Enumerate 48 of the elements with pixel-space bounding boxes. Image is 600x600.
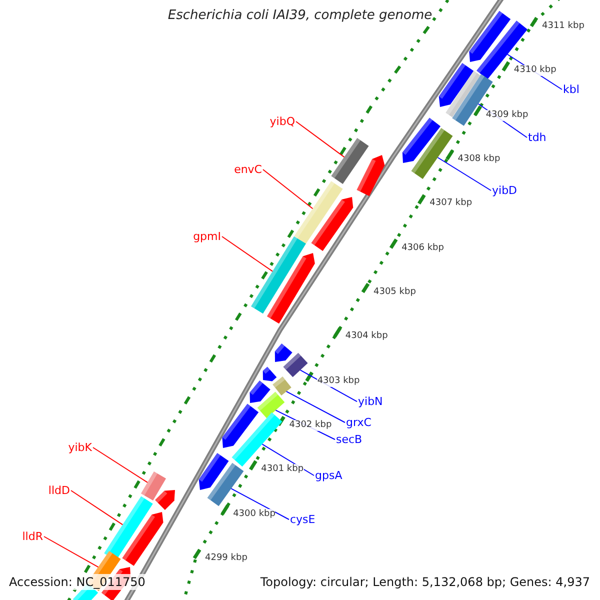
- tick-label: 4306 kbp: [402, 242, 444, 254]
- gene-label: envC: [234, 163, 262, 176]
- gene-block: [283, 352, 308, 378]
- tick-label: 4311 kbp: [542, 21, 584, 32]
- tick-label: 4310 kbp: [514, 65, 556, 76]
- tick-label: 4300 kbp: [233, 508, 276, 520]
- leader-line: [437, 157, 492, 191]
- gene-block: [257, 392, 285, 418]
- gene-label: yibQ: [270, 115, 295, 128]
- gene-label: gpsA: [315, 469, 342, 482]
- gene-label: gpmI: [193, 230, 221, 243]
- gene-label: secB: [336, 433, 362, 446]
- gene-label: grxC: [346, 416, 372, 429]
- gene-label: lldR: [22, 530, 43, 543]
- leader-line: [44, 536, 99, 568]
- tick-label: 4309 kbp: [486, 110, 528, 121]
- gene-block: [251, 236, 306, 314]
- leader-line: [230, 488, 290, 520]
- gene-label: cysE: [290, 513, 316, 526]
- gene-block: [331, 138, 369, 184]
- title: Escherichia coli IAI39, complete genome: [166, 8, 434, 23]
- gene-block: [294, 181, 343, 244]
- gene-label: yibN: [358, 395, 383, 408]
- leader-line: [262, 169, 314, 210]
- tick-label: 4308 kbp: [458, 154, 500, 165]
- gene-block: [411, 128, 453, 179]
- leader-line: [262, 444, 314, 476]
- gene-block: [207, 462, 244, 506]
- gene-block: [140, 471, 166, 501]
- leader-line: [70, 490, 124, 526]
- leader-line: [222, 236, 274, 272]
- leader-line: [92, 447, 148, 483]
- tick-label: 4305 kbp: [374, 287, 416, 298]
- tick-label: 4303 kbp: [317, 376, 360, 387]
- tick-label: 4302 kbp: [289, 420, 332, 431]
- footer-text: Topology: circular; Length: 5,132,068 bp; Genes: 4,937: [258, 574, 592, 590]
- gene-label: lldD: [48, 484, 70, 497]
- tick-label: 4299 kbp: [205, 553, 248, 564]
- tick-label: 4301 kbp: [261, 464, 304, 476]
- leader-line: [296, 121, 345, 158]
- gene-block: [272, 376, 292, 396]
- gene-label: tdh: [528, 131, 546, 144]
- leader-line: [286, 390, 346, 423]
- gene-label: yibK: [68, 441, 92, 454]
- tick-label: 4304 kbp: [345, 331, 388, 342]
- gene-label: kbl: [563, 83, 580, 96]
- tick-label: 4307 kbp: [430, 198, 472, 210]
- gene-label: yibD: [492, 184, 518, 197]
